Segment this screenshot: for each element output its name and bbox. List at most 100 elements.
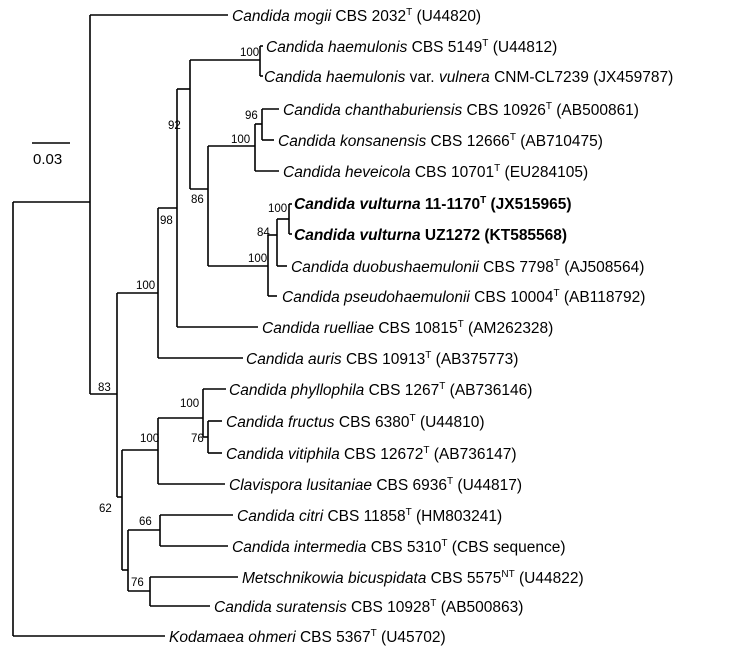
taxon-label: Clavispora lusitaniae CBS 6936T (U44817) — [229, 476, 522, 494]
bootstrap-value: 76 — [191, 433, 204, 445]
variety-word: var. — [405, 69, 439, 86]
type-superscript: T — [439, 381, 445, 392]
species-name: Candida vulturna — [294, 227, 421, 244]
type-superscript: T — [441, 538, 447, 549]
accession-number: (EU284105) — [500, 164, 588, 181]
scale-bar-label: 0.03 — [33, 151, 62, 168]
species-name: Candida pseudohaemulonii — [282, 289, 470, 306]
accession-number: (AB736147) — [429, 446, 516, 463]
taxon-label: Candida duobushaemulonii CBS 7798T (AJ50… — [291, 258, 644, 276]
bootstrap-value: 100 — [180, 398, 199, 410]
species-name: Candida vitiphila — [226, 446, 340, 463]
type-superscript: T — [371, 628, 377, 639]
type-superscript: T — [554, 258, 560, 269]
accession-number: (AB375773) — [431, 351, 518, 368]
taxon-label: Metschnikowia bicuspidata CBS 5575NT (U4… — [242, 569, 584, 587]
strain-id: CNM-CL7239 — [490, 69, 589, 86]
type-superscript: T — [494, 163, 500, 174]
strain-id: CBS 7798 — [479, 259, 554, 276]
species-name: Candida konsanensis — [278, 133, 426, 150]
accession-number: (JX515965) — [486, 196, 571, 213]
taxon-label: Candida chanthaburiensis CBS 10926T (AB5… — [283, 101, 639, 119]
species-name: Candida mogii — [232, 8, 332, 25]
type-superscript: T — [458, 319, 464, 330]
strain-id: CBS 10928 — [347, 599, 431, 616]
species-name: Metschnikowia bicuspidata — [242, 570, 427, 587]
accession-number: (AB736146) — [445, 382, 532, 399]
species-name: Candida haemulonis — [266, 39, 408, 56]
type-superscript: T — [546, 101, 552, 112]
taxon-label: Kodamaea ohmeri CBS 5367T (U45702) — [169, 628, 446, 646]
strain-id: 11-1170 — [421, 196, 480, 213]
accession-number: (U44812) — [488, 39, 557, 56]
taxon-label: Candida pseudohaemulonii CBS 10004T (AB1… — [282, 288, 645, 306]
tree-branches — [12, 14, 292, 637]
type-superscript: T — [423, 445, 429, 456]
taxon-labels: Candida mogii CBS 2032T (U44820) Candida… — [169, 7, 673, 646]
species-name: Candida chanthaburiensis — [283, 102, 462, 119]
accession-number: (U44820) — [412, 8, 481, 25]
type-superscript: T — [480, 195, 486, 206]
type-superscript: T — [553, 288, 559, 299]
accession-number: (AJ508564) — [560, 259, 644, 276]
strain-id: CBS 2032 — [331, 8, 406, 25]
taxon-label: Candida citri CBS 11858T (HM803241) — [237, 507, 502, 525]
bootstrap-value: 76 — [131, 577, 144, 589]
type-superscript: T — [425, 350, 431, 361]
accession-number: (U44817) — [453, 477, 522, 494]
accession-number: (AM262328) — [464, 320, 554, 337]
bootstrap-value: 100 — [136, 280, 155, 292]
strain-id: CBS 12672 — [340, 446, 424, 463]
species-name: Candida heveicola — [283, 164, 411, 181]
type-superscript: T — [410, 413, 416, 424]
type-superscript: T — [510, 132, 516, 143]
strain-id: CBS 6936 — [372, 477, 447, 494]
accession-number: (U44822) — [515, 570, 584, 587]
accession-number: (AB500863) — [436, 599, 523, 616]
bootstrap-value: 62 — [99, 503, 112, 515]
species-name: Candida auris — [246, 351, 342, 368]
strain-id: CBS 10004 — [470, 289, 554, 306]
strain-id: CBS 10913 — [342, 351, 426, 368]
strain-id: UZ1272 — [421, 227, 480, 244]
bootstrap-value: 86 — [191, 194, 204, 206]
bootstrap-value: 98 — [160, 215, 173, 227]
taxon-label: Candida vitiphila CBS 12672T (AB736147) — [226, 445, 516, 463]
type-superscript: T — [406, 7, 412, 18]
strain-id: CBS 5310 — [366, 539, 441, 556]
taxon-label: Candida konsanensis CBS 12666T (AB710475… — [278, 132, 603, 150]
strain-id: CBS 1267 — [364, 382, 439, 399]
species-name: Candida intermedia — [232, 539, 367, 556]
strain-id: CBS 5575 — [426, 570, 501, 587]
species-name: Candida ruelliae — [262, 320, 374, 337]
bootstrap-value: 84 — [257, 227, 270, 239]
bootstrap-value: 100 — [231, 134, 250, 146]
strain-id: CBS 10926 — [462, 102, 546, 119]
species-name: Clavispora lusitaniae — [229, 477, 372, 494]
species-name: Candida phyllophila — [229, 382, 365, 399]
taxon-label: Candida mogii CBS 2032T (U44820) — [232, 7, 481, 25]
species-name: Candida fructus — [226, 414, 335, 431]
accession-number: (AB500861) — [552, 102, 639, 119]
accession-number: (U45702) — [377, 629, 446, 646]
taxon-label: Candida haemulonis CBS 5149T (U44812) — [266, 38, 557, 56]
strain-id: CBS 6380 — [335, 414, 410, 431]
bootstrap-value: 92 — [168, 120, 181, 132]
type-superscript: T — [430, 598, 436, 609]
accession-number: (CBS sequence) — [448, 539, 566, 556]
taxon-label: Candida vulturna UZ1272 (KT585568) — [294, 227, 567, 244]
strain-id: CBS 10701 — [411, 164, 495, 181]
taxon-label: Candida fructus CBS 6380T (U44810) — [226, 413, 485, 431]
variety-name: vulnera — [439, 69, 490, 86]
type-superscript: T — [406, 507, 412, 518]
taxon-label: Candida vulturna 11-1170T (JX515965) — [294, 195, 572, 213]
type-superscript: NT — [501, 569, 514, 580]
species-name: Candida suratensis — [214, 599, 347, 616]
taxon-label: Candida ruelliae CBS 10815T (AM262328) — [262, 319, 553, 337]
scale-bar: 0.03 — [32, 142, 70, 168]
taxon-label: Candida suratensis CBS 10928T (AB500863) — [214, 598, 523, 616]
bootstrap-values: 100 92 96 100 86 98 100 84 100 100 83 10… — [98, 47, 287, 589]
bootstrap-value: 100 — [248, 253, 267, 265]
type-superscript: T — [447, 476, 453, 487]
